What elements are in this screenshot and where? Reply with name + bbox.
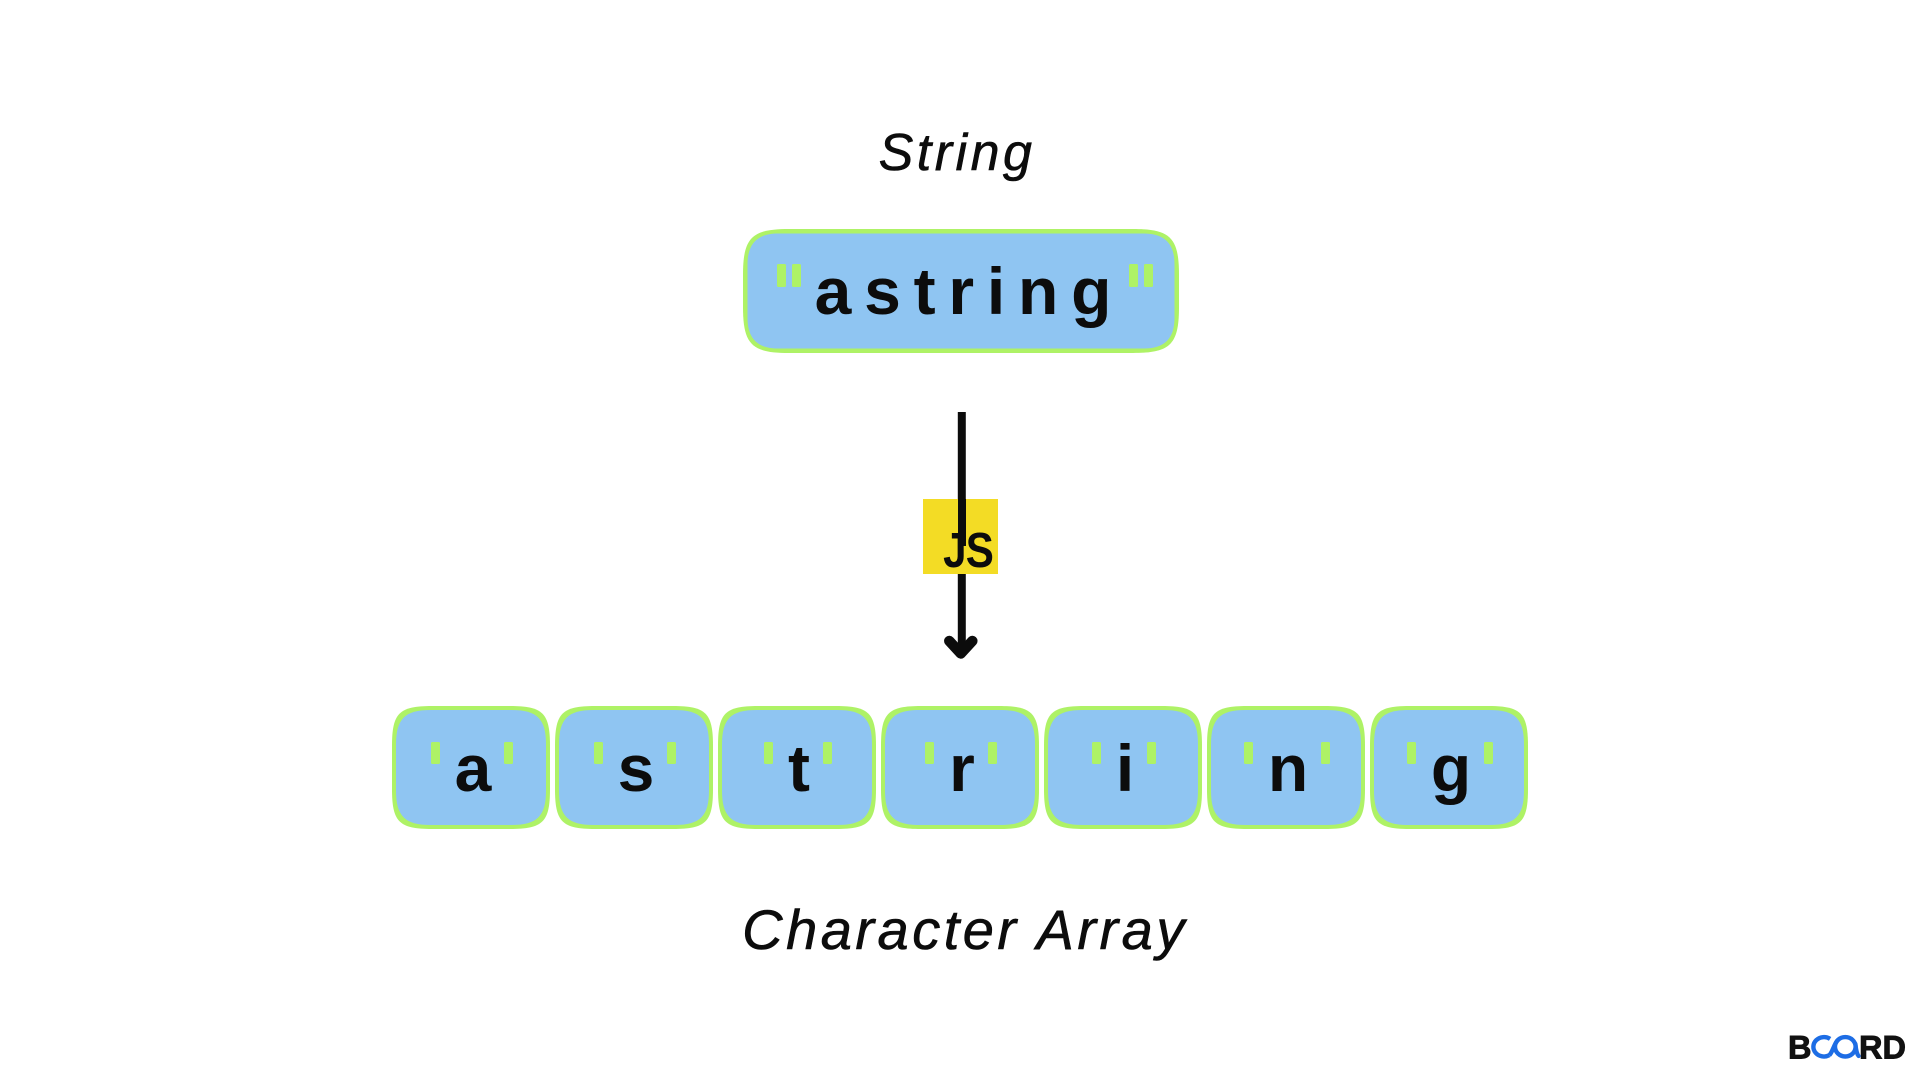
- svg-text:RD: RD: [1859, 1030, 1906, 1066]
- svg-text:B: B: [1788, 1030, 1811, 1066]
